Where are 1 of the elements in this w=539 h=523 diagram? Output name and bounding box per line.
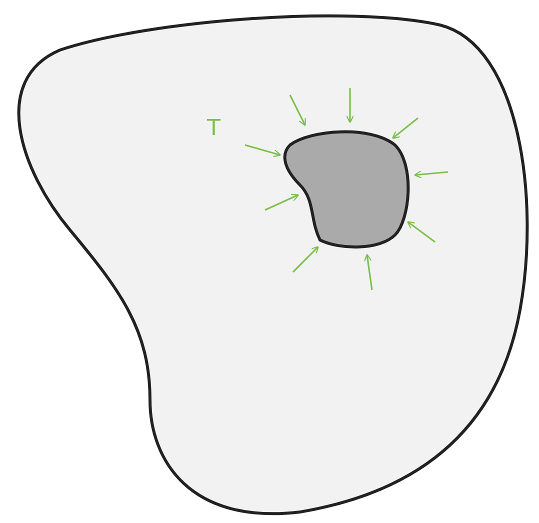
traction-label: T [207,118,220,140]
